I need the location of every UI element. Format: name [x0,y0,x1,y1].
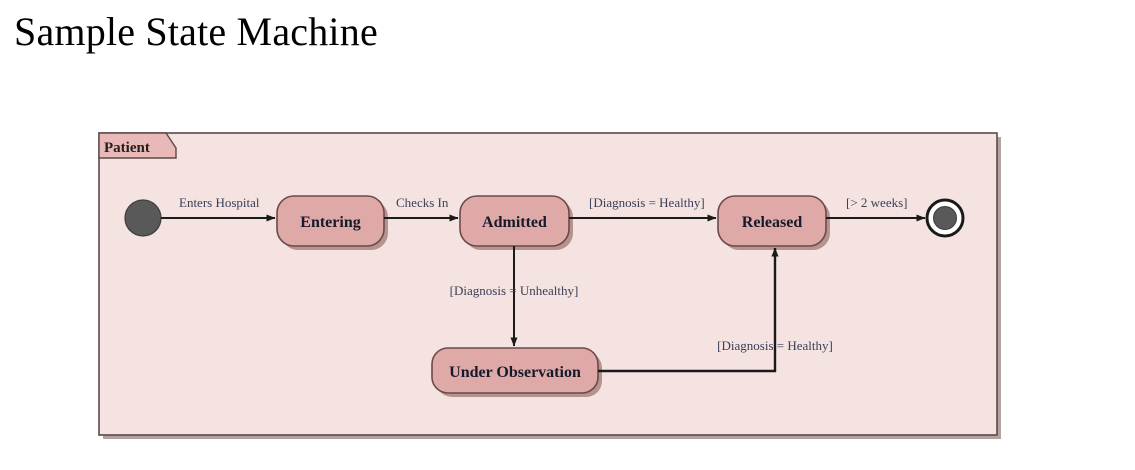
transition-label-diagnosis-healthy-return: [Diagnosis = Healthy] [717,338,833,353]
frame-label: Patient [104,140,150,156]
transition-label-diagnosis-healthy-top: [Diagnosis = Healthy] [589,195,705,210]
state-admitted-label: Admitted [482,214,547,231]
transition-under-observation-to-released [598,247,779,373]
page-title: Sample State Machine [14,9,378,54]
transition-label-enters-hospital: Enters Hospital [179,195,260,210]
initial-state-node[interactable] [124,199,162,237]
transition-label-diagnosis-unhealthy: [Diagnosis = Unhealthy] [450,283,579,298]
state-released-label: Released [742,214,803,231]
transition-label-two-weeks: [> 2 weeks] [846,195,907,210]
frame-tab [98,132,177,159]
state-released[interactable] [717,195,827,247]
transition-label-checks-in: Checks In [396,195,449,210]
state-under-observation-label: Under Observation [449,364,581,381]
final-state-node[interactable] [933,206,957,230]
state-entering-label: Entering [300,214,360,231]
state-entering[interactable] [276,195,385,247]
